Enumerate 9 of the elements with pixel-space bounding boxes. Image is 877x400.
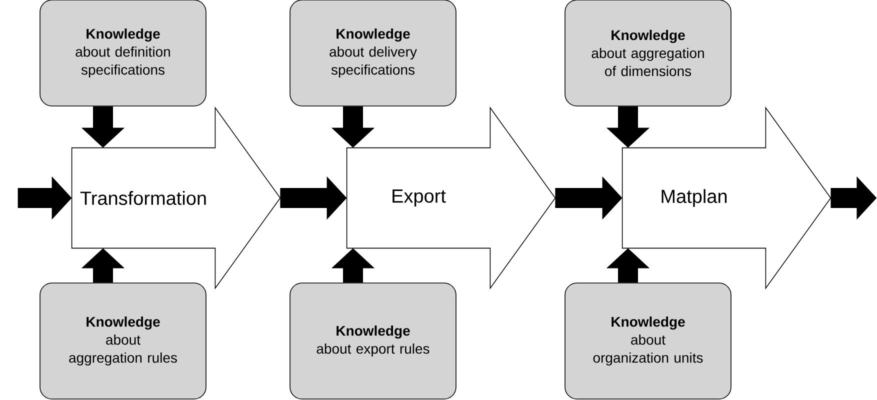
- process-block: Transformation: [71, 106, 281, 290]
- process-block: Export: [346, 106, 556, 290]
- knowledge-box: Knowledge about aggregation rules: [40, 282, 206, 400]
- knowledge-box: Knowledge about aggregation of dimensions: [564, 0, 732, 106]
- knowledge-box: Knowledge about definition specifications: [40, 0, 206, 106]
- process-block: Matplan: [622, 106, 832, 290]
- knowledge-box: Knowledge about export rules: [290, 282, 456, 400]
- knowledge-box: Knowledge about organization units: [564, 282, 732, 400]
- knowledge-box: Knowledge about delivery specifications: [290, 0, 456, 106]
